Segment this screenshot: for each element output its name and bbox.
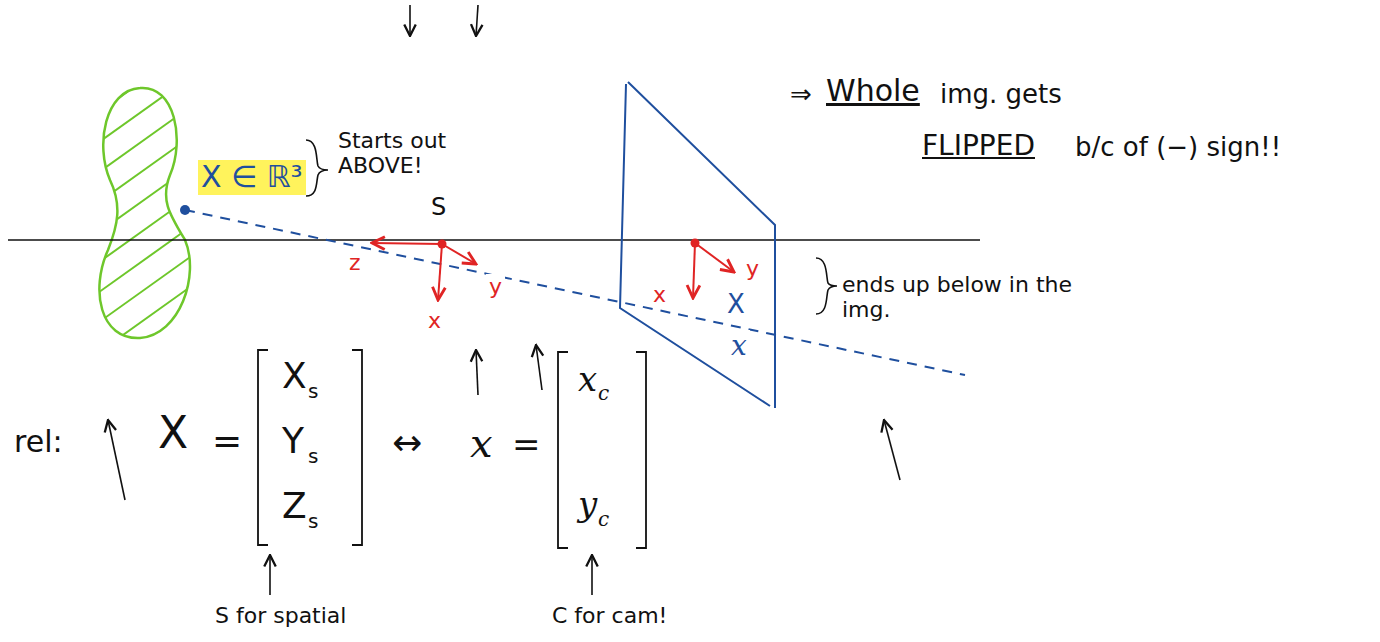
matrix-bracket (558, 352, 568, 548)
note: Whole (826, 74, 920, 109)
axis-label: y (486, 274, 505, 299)
axis-label: x (650, 282, 669, 307)
pointer-arrow (536, 345, 542, 390)
note: FLIPPED (922, 130, 1035, 162)
axis-arrow (695, 243, 734, 272)
equals-sign: = (212, 420, 242, 461)
subscript: s (308, 510, 318, 533)
pointer-arrow (409, 5, 411, 36)
image-plane (620, 82, 775, 408)
pointer-arrow (476, 350, 478, 395)
note: img. gets (940, 80, 1062, 110)
note: Starts out ABOVE! (338, 128, 473, 179)
subscript: c (598, 508, 609, 531)
pointer-arrow (884, 420, 900, 480)
note: C for cam! (552, 603, 667, 628)
pointer-arrow (108, 420, 125, 500)
matrix-entry: Y (282, 420, 304, 461)
brace (816, 258, 837, 314)
matrix-bracket (352, 350, 362, 545)
point-label: X (724, 290, 748, 320)
pointer-arrow (591, 555, 593, 595)
pointer-arrow (476, 5, 478, 36)
matrix-bracket (636, 352, 646, 548)
pointer-arrow (269, 555, 271, 595)
equals-sign: = (512, 425, 541, 464)
vector-symbol: x (470, 420, 493, 466)
center-label: S (431, 194, 446, 222)
matrix-bracket (258, 350, 268, 545)
optical-axis (8, 239, 980, 241)
image-origin (691, 239, 700, 248)
matrix-entry: y (578, 485, 597, 524)
point-label: x (728, 330, 750, 362)
note: ends up below in the img. (842, 272, 1112, 323)
subscript: s (308, 445, 318, 468)
object-outline (99, 88, 190, 338)
note: b/c of (−) sign!! (1075, 133, 1281, 163)
world-point (180, 205, 190, 215)
axis-label: y (746, 256, 759, 281)
subscript: s (308, 380, 318, 403)
brace (306, 140, 328, 196)
matrix-entry: Z (282, 485, 307, 526)
note-symbol: ⇒ (790, 80, 812, 110)
point-label: X ∈ ℝ³ (198, 160, 306, 195)
subscript: c (598, 382, 609, 405)
axis-label: z (346, 250, 364, 275)
note: S for spatial (215, 603, 346, 628)
axis-arrow (693, 243, 695, 298)
correspondence-arrow: ↔ (392, 422, 422, 463)
axis-arrow (442, 244, 476, 264)
axis-arrow (438, 244, 442, 300)
note: rel: (14, 425, 63, 460)
center-point (438, 240, 447, 249)
matrix-entry: X (282, 355, 307, 396)
matrix-entry: x (578, 360, 597, 399)
vector-symbol: X (158, 408, 188, 459)
axis-label: x (428, 308, 441, 333)
axis-arrow (372, 243, 442, 244)
